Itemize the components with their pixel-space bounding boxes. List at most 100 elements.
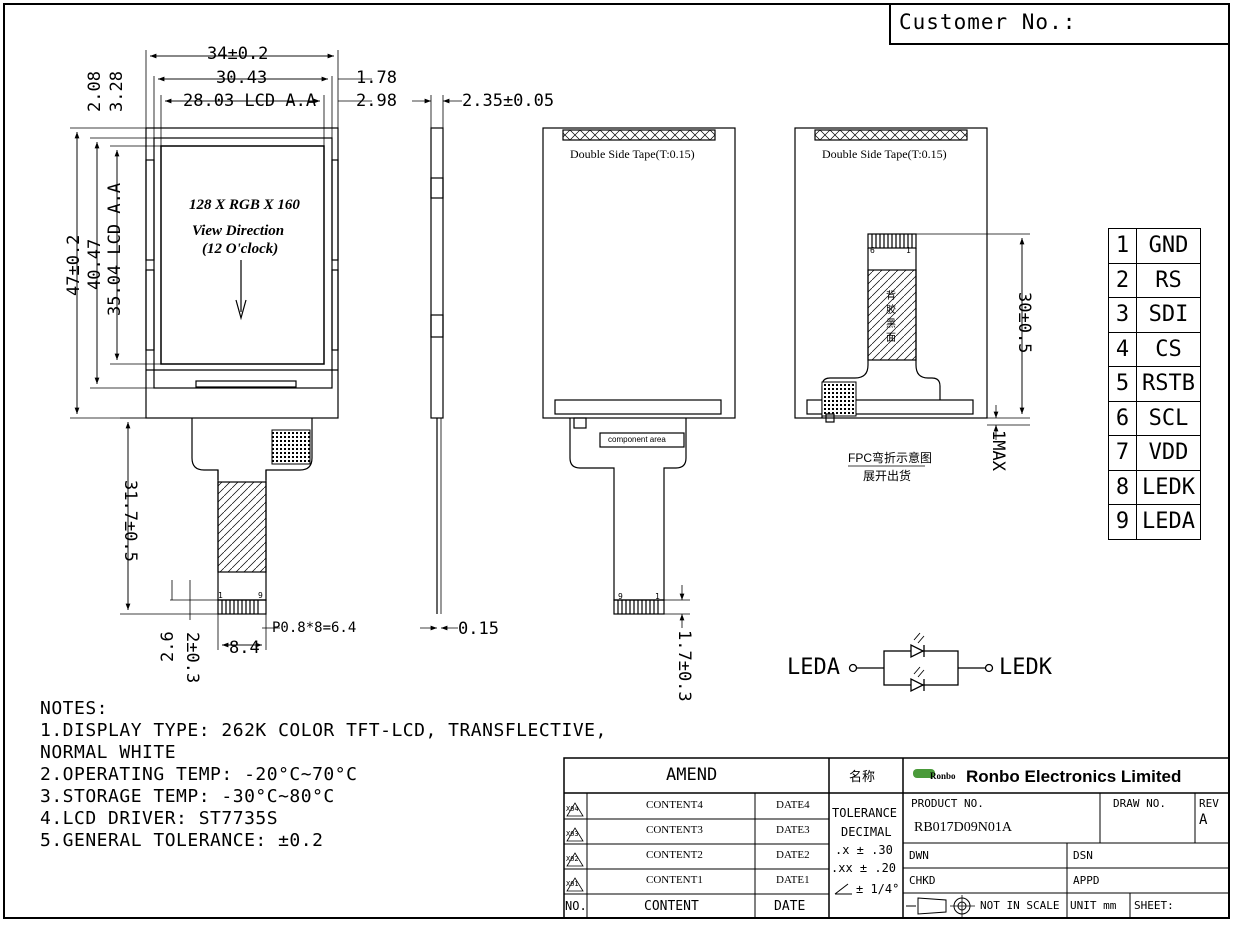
tolerance-x: .x ± .30 [835, 843, 893, 857]
dim-top-1: 2.08 [85, 71, 105, 112]
view-direction-text: View Direction [192, 223, 285, 239]
tolerance-xx: .xx ± .20 [831, 861, 897, 875]
dwn-label: DWN [909, 849, 929, 862]
stiffener-text-3: 黑 [886, 319, 896, 330]
note-line: 5.GENERAL TOLERANCE: ±0.2 [40, 830, 324, 851]
name-label: 名称 [849, 769, 876, 784]
company-name: Ronbo Electronics Limited [966, 767, 1182, 786]
pin-name: RS [1136, 262, 1201, 298]
conn-mark-1: 1 [906, 246, 911, 255]
customer-no-label: Customer No.: [899, 10, 1077, 34]
dim-width-2: 30.43 [216, 68, 268, 88]
amend-row-content: CONTENT3 [646, 824, 703, 836]
dim-pitch: P0.8*8=6.4 [272, 620, 357, 636]
dim-lcd-aa-width: 28.03 LCD A.A [183, 91, 317, 111]
amend-row-date: DATE3 [776, 824, 810, 836]
pin-name: LEDK [1136, 469, 1201, 505]
unit-label: UNIT mm [1070, 899, 1117, 912]
product-no: RB017D09N01A [914, 820, 1013, 835]
stiffener-text-1: 背 [886, 291, 896, 302]
note-line: 1.DISPLAY TYPE: 262K COLOR TFT-LCD, TRAN… [40, 720, 607, 741]
appd-label: APPD [1073, 874, 1100, 887]
pin-name: RSTB [1136, 366, 1201, 402]
clock-text: (12 O'clock) [202, 241, 279, 257]
back-pin-1: 1 [655, 592, 660, 601]
notes-block: NOTES: 1.DISPLAY TYPE: 262K COLOR TFT-LC… [40, 698, 607, 852]
stiffener-text-2: 胶 [886, 305, 896, 316]
amend-row-date: DATE4 [776, 799, 810, 811]
rev-label: REV [1199, 797, 1219, 810]
note-line: 2.OPERATING TEMP: -20°C~70°C [40, 764, 358, 785]
pin-number: 8 [1108, 469, 1137, 505]
pin-number: 7 [1108, 435, 1137, 471]
rev-value: A [1199, 812, 1208, 828]
pin-name: LEDA [1136, 504, 1201, 540]
amend-row-date: DATE2 [776, 849, 810, 861]
dim-max: 1MAX [988, 430, 1008, 471]
pin-number: 5 [1108, 366, 1137, 402]
fpc-fold-caption: FPC弯折示意图 [848, 451, 933, 465]
resolution-text: 128 X RGB X 160 [189, 197, 300, 213]
pin-number: 6 [1108, 400, 1137, 436]
amend-row-no: X02 [566, 855, 579, 863]
dim-height: 47±0.2 [64, 234, 84, 296]
title-block-lines [563, 757, 1230, 919]
pin-name: SDI [1136, 297, 1201, 333]
pin-name: CS [1136, 331, 1201, 367]
pin-mark-1: 1 [218, 591, 223, 600]
leda-label: LEDA [787, 655, 840, 680]
ronbo-logo-icon [913, 769, 935, 778]
amend-row-content: CONTENT2 [646, 849, 703, 861]
amend-row-no: X04 [566, 805, 579, 813]
amend-footer-no: NO. [565, 899, 587, 913]
amend-row-no: X03 [566, 830, 579, 838]
dim-fpc-a: 2.6 [158, 631, 178, 662]
back-pin-9: 9 [618, 592, 623, 601]
pin-name: GND [1136, 228, 1201, 264]
led-circuit [848, 632, 994, 693]
dim-fold: 30±0.5 [1014, 292, 1034, 354]
pin-number: 4 [1108, 331, 1137, 367]
pin-name: VDD [1136, 435, 1201, 471]
amend-row-content: CONTENT4 [646, 799, 703, 811]
dim-top-2: 3.28 [107, 71, 127, 112]
ledk-label: LEDK [999, 655, 1052, 680]
side-view [430, 127, 444, 614]
dim-fpc-b: 2±0.3 [182, 632, 202, 684]
draw-no-label: DRAW NO. [1113, 797, 1166, 810]
sheet-label: SHEET: [1134, 899, 1174, 912]
logo-text: Ronbo [930, 771, 956, 781]
pin-number: 3 [1108, 297, 1137, 333]
dsn-label: DSN [1073, 849, 1093, 862]
tape-label-2: Double Side Tape(T:0.15) [822, 147, 947, 161]
pin-mark-9: 9 [258, 591, 263, 600]
chkd-label: CHKD [909, 874, 936, 887]
back-view-1 [542, 127, 736, 615]
amend-header: AMEND [666, 765, 718, 785]
front-view [145, 127, 339, 615]
tape-label-1: Double Side Tape(T:0.15) [570, 147, 695, 161]
tolerance-title: TOLERANCE [832, 806, 898, 820]
dim-lcd-aa-height: 35.04 LCD A.A [105, 182, 125, 316]
amend-footer-content: CONTENT [644, 899, 699, 914]
amend-row-no: X01 [566, 880, 579, 888]
back-view-2 [794, 127, 988, 423]
dim-fpc-length: 31.7±0.5 [120, 480, 140, 562]
notes-title: NOTES: [40, 698, 109, 719]
dim-fpc-width: 8.4 [229, 638, 260, 658]
pin-number: 9 [1108, 504, 1137, 540]
pin-number: 2 [1108, 262, 1137, 298]
note-line: 3.STORAGE TEMP: -30°C~80°C [40, 786, 335, 807]
tolerance-decimal: DECIMAL [841, 825, 892, 839]
